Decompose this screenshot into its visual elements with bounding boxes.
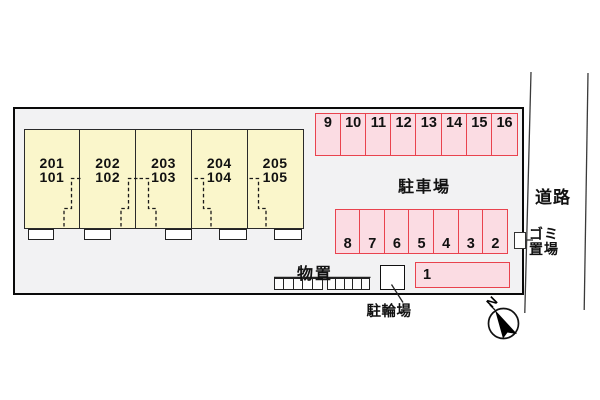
parking-space-2: 2: [482, 208, 509, 254]
parking-space-12: 12: [390, 112, 418, 156]
unit-lower-number: 104: [206, 168, 232, 185]
parking-row-top: 9 10 11 12 13 14 15 16: [314, 112, 519, 156]
road-line: [583, 72, 589, 311]
parking-space-16: 16: [491, 112, 518, 156]
garbage-station-label: ゴミ 置場: [529, 225, 559, 257]
unit-201-101: 201 101: [25, 130, 81, 228]
unit-upper-number: 203: [151, 155, 176, 171]
road-label: 道路: [535, 188, 571, 207]
parking-space-15: 15: [465, 112, 493, 156]
apartment-building: 201 101 202 102 203 103 204 104 205 105: [23, 129, 304, 229]
unit-upper-number: 204: [206, 155, 232, 171]
parking-space-7: 7: [359, 208, 386, 254]
entrance-porch: [274, 228, 302, 240]
parking-space-6: 6: [383, 208, 410, 254]
road-line: [524, 71, 532, 314]
parking-space-8: 8: [334, 208, 361, 254]
unit-202-102: 202 102: [80, 130, 137, 228]
storage-shed-group: [326, 278, 371, 290]
parking-space-14: 14: [440, 112, 468, 156]
entrance-porch: [84, 228, 111, 240]
unit-upper-number: 202: [95, 155, 121, 171]
unit-upper-number: 205: [262, 155, 288, 171]
compass-icon: N: [483, 293, 520, 340]
parking-space-13: 13: [415, 112, 443, 156]
parking-space-10: 10: [339, 112, 367, 156]
parking-row-middle: 8 7 6 5 4 3 2: [334, 208, 509, 254]
parking-lot-label: 駐車場: [398, 179, 451, 196]
storage-label: 物置: [297, 266, 334, 283]
entrance-porch: [165, 228, 192, 240]
entrance-porch: [219, 228, 247, 240]
parking-space-3: 3: [457, 208, 484, 254]
storage-shed-cell: [311, 278, 323, 290]
entrance-porch: [27, 228, 54, 240]
unit-lower-number: 101: [39, 168, 65, 185]
parking-space-11: 11: [364, 112, 392, 156]
parking-space-9: 9: [314, 112, 342, 156]
unit-lower-number: 102: [95, 168, 121, 185]
parking-space-1: 1: [415, 262, 510, 288]
north-label: N: [483, 293, 500, 310]
parking-space-5: 5: [408, 208, 435, 254]
storage-shed-cell: [360, 278, 371, 290]
parking-space-4: 4: [433, 208, 460, 254]
bicycle-parking-label: 駐輪場: [366, 304, 412, 320]
unit-lower-number: 103: [151, 168, 176, 185]
unit-lower-number: 105: [262, 168, 288, 185]
garbage-station-box: [513, 231, 526, 249]
storage-shed-group: [274, 278, 323, 290]
unit-upper-number: 201: [39, 155, 65, 171]
bicycle-parking-square: [380, 265, 405, 290]
unit-205-105: 205 105: [248, 130, 303, 228]
unit-203-103: 203 103: [136, 130, 192, 228]
unit-204-104: 204 104: [192, 130, 248, 228]
